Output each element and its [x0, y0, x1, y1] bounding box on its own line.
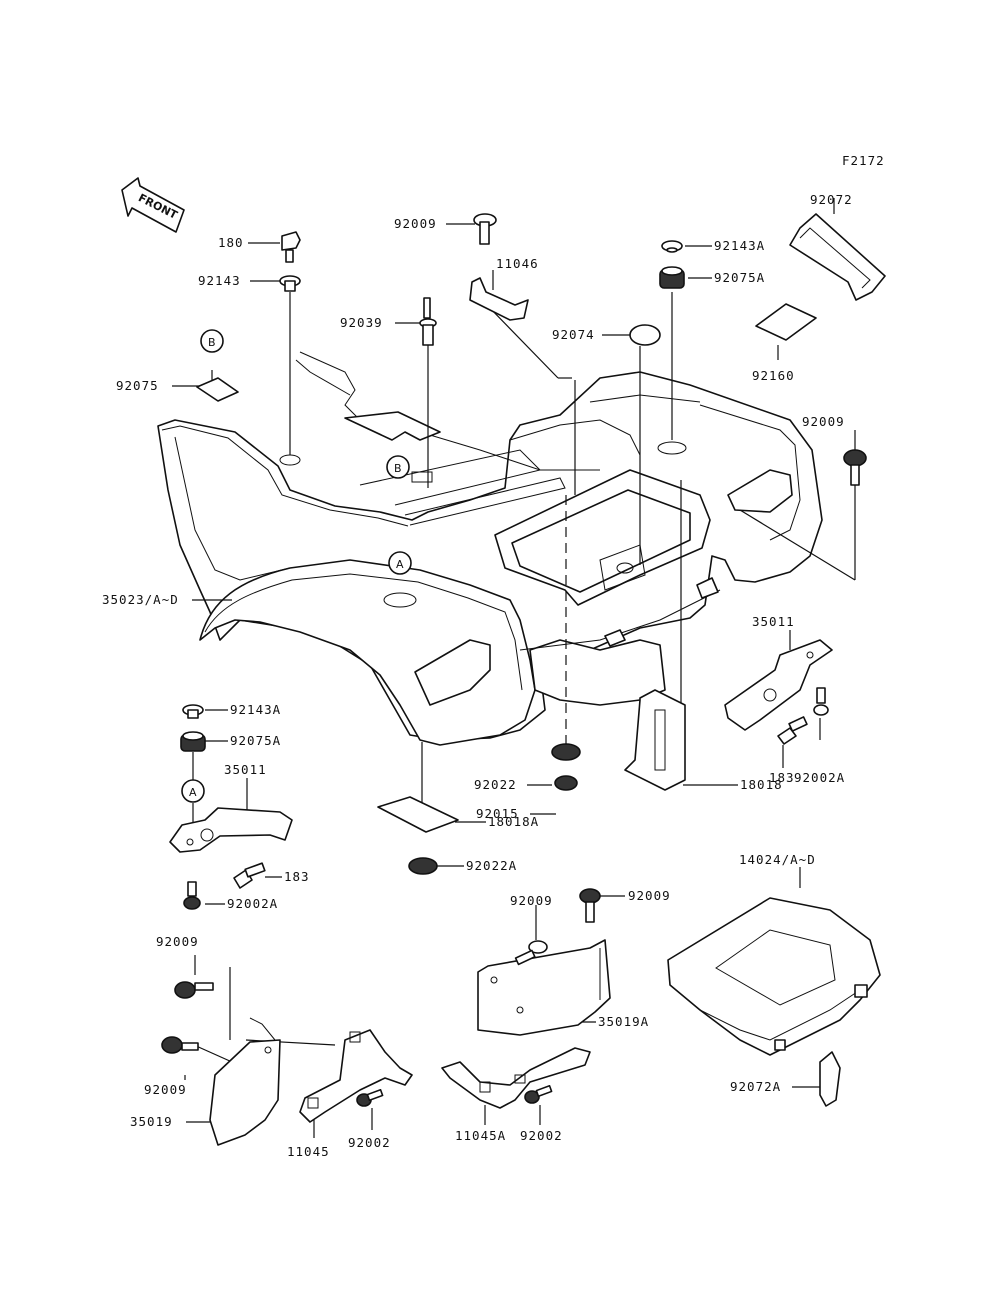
leader-lines [172, 198, 856, 1138]
bracket-35011-left [169, 807, 293, 853]
bracket-35011-right [724, 639, 833, 731]
nut-92015 [554, 775, 578, 791]
bolt-92002a-left [183, 881, 201, 910]
svg-text:A: A [189, 786, 197, 799]
label-92074: 92074 [552, 327, 595, 342]
label-11045a: 11045A [455, 1128, 506, 1143]
bolt-92009-center-2 [579, 888, 601, 923]
marker-b-upper: B [200, 329, 224, 353]
label-92143a-top: 92143A [714, 238, 765, 253]
label-92002-r: 92002 [520, 1128, 563, 1143]
label-92143a-left: 92143A [230, 702, 281, 717]
bracket-18018 [624, 689, 686, 791]
label-14024: 14024/A~D [739, 852, 816, 867]
label-35019: 35019 [130, 1114, 173, 1129]
pad-92160 [755, 303, 817, 341]
collar-92143 [279, 275, 301, 292]
label-92009-bl2: 92009 [144, 1082, 187, 1097]
rivet-92039 [419, 297, 437, 346]
bolt-92002a-right [813, 687, 829, 716]
label-92039: 92039 [340, 315, 383, 330]
bracket-11045a [441, 1047, 591, 1109]
part-labels: 180 92143 92075 92009 11046 92039 92143A… [102, 192, 853, 1159]
label-92072: 92072 [810, 192, 853, 207]
label-11046: 11046 [496, 256, 539, 271]
bolt-92002-right [524, 1084, 553, 1104]
label-183-left: 183 [284, 869, 310, 884]
pad-92075 [196, 377, 239, 402]
label-92009-bl1: 92009 [156, 934, 199, 949]
marker-a-lower: A [181, 779, 205, 803]
label-92022-mid: 92022 [474, 777, 517, 792]
bracket-11045 [299, 1029, 413, 1123]
guard-35019a [477, 939, 611, 1036]
label-35023: 35023/A~D [102, 592, 179, 607]
grommet-92075a-left [180, 731, 206, 752]
bolt-180 [281, 231, 301, 263]
label-92009-c2: 92009 [628, 888, 671, 903]
marker-a-upper: A [388, 551, 412, 575]
washer-92022 [551, 743, 581, 761]
collar-92143a-top [661, 240, 683, 253]
label-92002a-left: 92002A [227, 896, 278, 911]
label-92015: 92015 [476, 806, 519, 821]
bolt-92009-right [843, 449, 867, 486]
label-18018: 18018 [740, 777, 783, 792]
label-35011-right: 35011 [752, 614, 795, 629]
label-18018a: 18018A [488, 814, 539, 829]
guard-35019 [209, 1017, 281, 1146]
label-183-right: 183 [769, 770, 795, 785]
strap-92072 [789, 213, 886, 301]
front-arrow-icon: FRONT [121, 177, 185, 233]
label-92002a-right: 92002A [794, 770, 845, 785]
washer-92022a [408, 857, 438, 875]
svg-text:B: B [394, 462, 402, 475]
marker-b-lower: B [386, 455, 410, 479]
label-35011-left: 35011 [224, 762, 267, 777]
clip-92072a [819, 1051, 841, 1107]
label-11045: 11045 [287, 1144, 330, 1159]
cover-14024 [667, 897, 881, 1056]
collar-92143a-left [182, 704, 204, 719]
cap-92074 [629, 324, 661, 346]
label-92075a-left: 92075A [230, 733, 281, 748]
bolt-92009-left-2 [161, 1036, 199, 1054]
rear-fender-body [157, 351, 823, 746]
label-92022a: 92022A [466, 858, 517, 873]
label-92002-l: 92002 [348, 1135, 391, 1150]
bolt-92002-left [356, 1088, 384, 1107]
label-180: 180 [218, 235, 244, 250]
label-92160: 92160 [752, 368, 795, 383]
label-92143: 92143 [198, 273, 241, 288]
label-35019a: 35019A [598, 1014, 649, 1029]
bolt-92009-left-1 [174, 981, 214, 999]
label-92075a-top: 92075A [714, 270, 765, 285]
label-92009-right: 92009 [802, 414, 845, 429]
label-92072a: 92072A [730, 1079, 781, 1094]
bolt-92009-center-1 [514, 940, 548, 966]
clip-11046 [469, 277, 529, 321]
bolt-183-left [233, 862, 266, 889]
bolt-183-right [777, 716, 808, 745]
figure-code: F2172 [842, 153, 885, 168]
bolt-92009-top [473, 213, 497, 245]
svg-text:B: B [208, 336, 216, 349]
pad-18018a [377, 796, 459, 833]
label-92009-top: 92009 [394, 216, 437, 231]
svg-text:A: A [396, 558, 404, 571]
label-92009-c1: 92009 [510, 893, 553, 908]
label-92075: 92075 [116, 378, 159, 393]
grommet-92075a-top [659, 266, 685, 289]
